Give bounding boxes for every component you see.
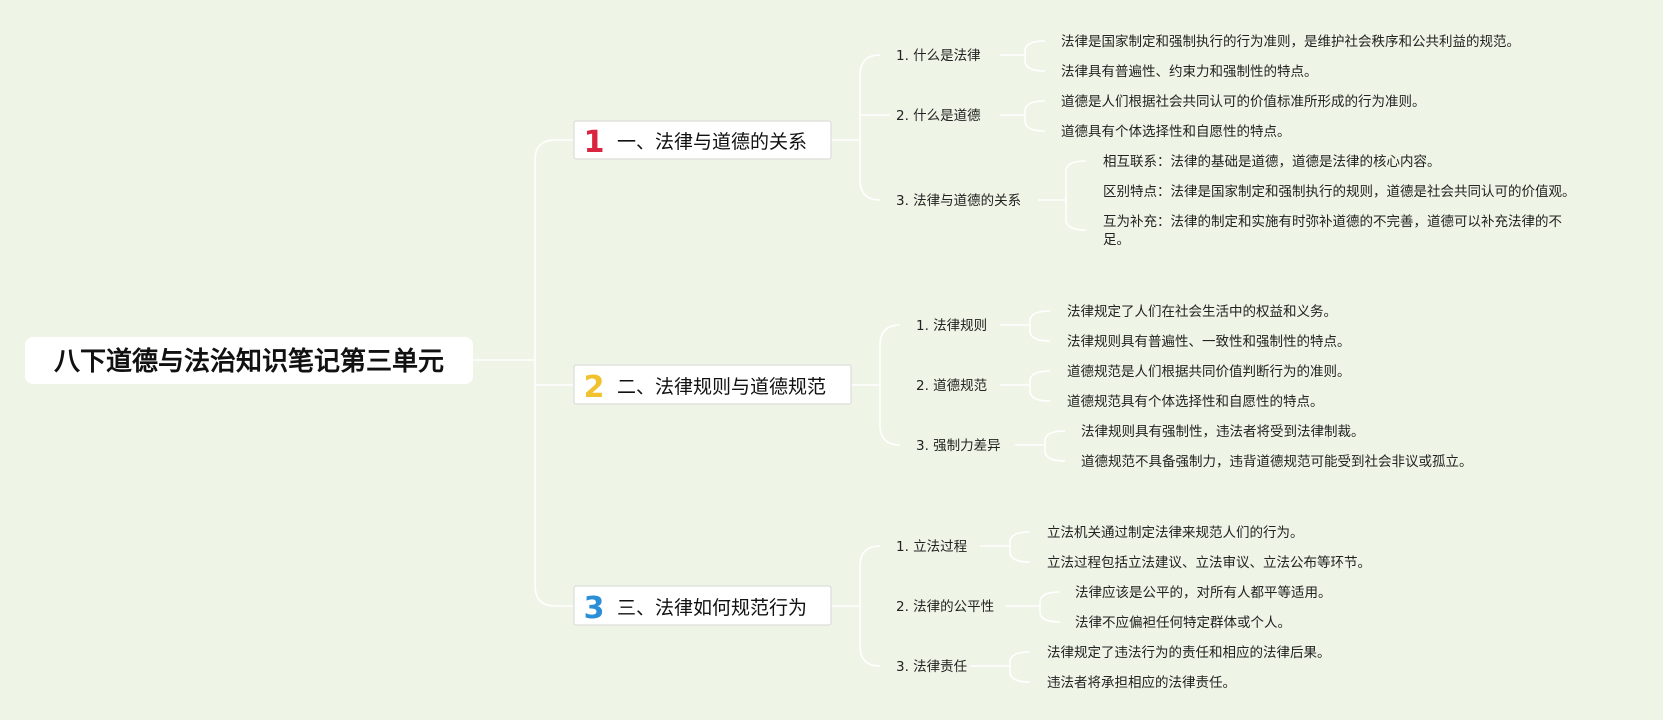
connector-root-trunk xyxy=(534,139,556,607)
connector-b3-s3 xyxy=(970,651,1031,683)
connector-branch-2-trunk xyxy=(879,324,901,446)
branch-node-3[interactable]: 3 三、法律如何规范行为 xyxy=(573,585,832,626)
root-box xyxy=(25,337,473,384)
leaf-1-3-3: 互为补充：法律的制定和实施有时弥补道德的不完善，道德可以补充法律的不 足。 xyxy=(1103,213,1566,248)
leaf-3-2-2: 法律不应偏袒任何特定群体或个人。 xyxy=(1075,614,1291,631)
root-node[interactable]: 八下道德与法治知识笔记第三单元 xyxy=(25,337,473,384)
subtopic-2-1[interactable]: 1. 法律规则 xyxy=(916,318,987,334)
connector-b1-s3 xyxy=(1038,160,1087,231)
leaf-2-3-2: 道德规范不具备强制力，违背道德规范可能受到社会非议或孤立。 xyxy=(1081,453,1473,470)
leaf-1-1-2: 法律具有普遍性、约束力和强制性的特点。 xyxy=(1061,64,1318,80)
branch-number-2: 2 xyxy=(584,370,605,405)
leaf-3-2-1: 法律应该是公平的，对所有人都平等适用。 xyxy=(1075,584,1332,601)
branch-box-1 xyxy=(573,120,832,160)
subtopic-1-2[interactable]: 2. 什么是道德 xyxy=(896,108,981,124)
subtopic-1-1[interactable]: 1. 什么是法律 xyxy=(896,48,981,64)
subtopic-3-2[interactable]: 2. 法律的公平性 xyxy=(896,599,994,615)
leaf-1-3-3-line1: 互为补充：法律的制定和实施有时弥补道德的不完善，道德可以补充法律的不 xyxy=(1103,213,1562,230)
subtopic-3-3[interactable]: 3. 法律责任 xyxy=(896,659,967,675)
subtopic-2-2[interactable]: 2. 道德规范 xyxy=(916,378,987,394)
leaf-3-3-2: 违法者将承担相应的法律责任。 xyxy=(1047,674,1236,691)
connector-b1-s2 xyxy=(1000,100,1046,132)
leaf-3-3-1: 法律规定了违法行为的责任和相应的法律后果。 xyxy=(1047,644,1331,661)
leaf-2-1-1: 法律规定了人们在社会生活中的权益和义务。 xyxy=(1067,303,1337,320)
leaf-3-1-2: 立法过程包括立法建议、立法审议、立法公布等环节。 xyxy=(1047,554,1371,571)
connector-branch-3-trunk xyxy=(859,545,881,667)
branch-node-2[interactable]: 2 二、法律规则与道德规范 xyxy=(573,364,852,405)
branch-title-2: 二、法律规则与道德规范 xyxy=(617,376,826,398)
branch-number-1: 1 xyxy=(584,125,605,160)
leaf-1-3-2: 区别特点：法律是国家制定和强制执行的规则，道德是社会共同认可的价值观。 xyxy=(1103,183,1576,200)
root-title: 八下道德与法治知识笔记第三单元 xyxy=(54,346,444,377)
connector-b2-s1 xyxy=(1000,310,1051,342)
leaf-1-3-1: 相互联系：法律的基础是道德，道德是法律的核心内容。 xyxy=(1103,153,1441,170)
leaf-3-1-1: 立法机关通过制定法律来规范人们的行为。 xyxy=(1047,525,1304,541)
connector-b1-s1 xyxy=(1000,40,1046,72)
leaf-1-3-3-line2: 足。 xyxy=(1103,232,1130,248)
connector-b3-s2 xyxy=(1005,591,1061,623)
leaf-2-2-2: 道德规范具有个体选择性和自愿性的特点。 xyxy=(1067,394,1324,410)
branch-title-1: 一、法律与道德的关系 xyxy=(617,131,807,153)
leaf-1-2-1: 道德是人们根据社会共同认可的价值标准所形成的行为准则。 xyxy=(1061,94,1426,110)
leaf-2-1-2: 法律规则具有普遍性、一致性和强制性的特点。 xyxy=(1067,334,1351,350)
branch-box-2 xyxy=(573,364,852,405)
leaf-2-3-1: 法律规则具有强制性，违法者将受到法律制裁。 xyxy=(1081,424,1365,440)
subtopic-3-1[interactable]: 1. 立法过程 xyxy=(896,539,967,555)
subtopic-1-3[interactable]: 3. 法律与道德的关系 xyxy=(896,193,1021,209)
branch-node-1[interactable]: 1 一、法律与道德的关系 xyxy=(573,120,832,160)
connector-b3-s1 xyxy=(980,531,1031,563)
connector-branch-1-trunk xyxy=(859,54,881,201)
connector-lines xyxy=(473,40,1087,683)
subtopic-2-3[interactable]: 3. 强制力差异 xyxy=(916,438,1001,454)
branch-number-3: 3 xyxy=(584,591,605,626)
branch-box-3 xyxy=(573,585,832,626)
leaf-2-2-1: 道德规范是人们根据共同价值判断行为的准则。 xyxy=(1067,364,1351,380)
leaf-1-1-1: 法律是国家制定和强制执行的行为准则，是维护社会秩序和公共利益的规范。 xyxy=(1061,33,1520,50)
connector-b2-s3 xyxy=(1015,430,1066,462)
connector-b2-s2 xyxy=(1000,370,1051,402)
branch-title-3: 三、法律如何规范行为 xyxy=(617,597,807,619)
leaf-1-2-2: 道德具有个体选择性和自愿性的特点。 xyxy=(1061,124,1291,140)
